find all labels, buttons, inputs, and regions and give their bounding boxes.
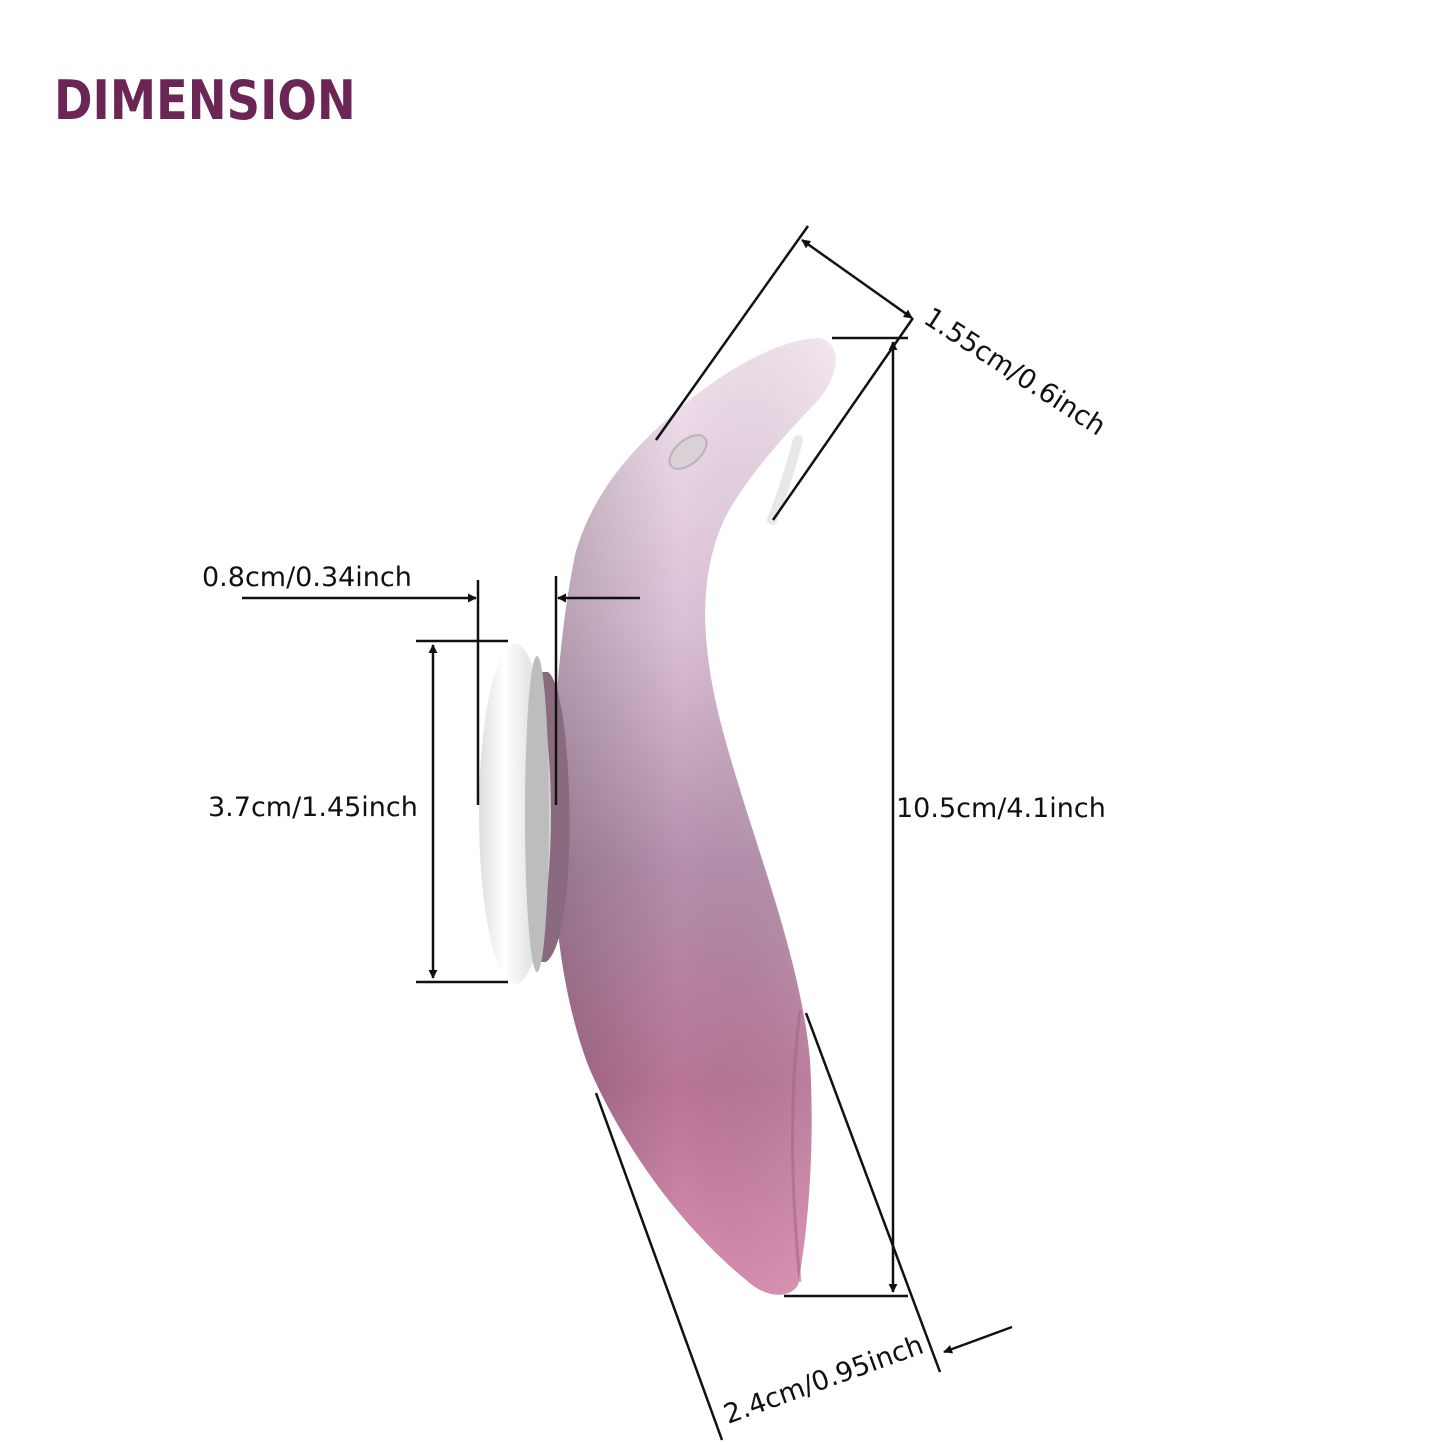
body-rim-highlight bbox=[767, 435, 803, 525]
base-width-label: 2.4cm/0.95inch bbox=[720, 1330, 928, 1431]
suction-opening bbox=[668, 434, 708, 470]
tip-dimension-arrow bbox=[801, 238, 913, 320]
magnet-diameter-label: 3.7cm/1.45inch bbox=[208, 792, 418, 823]
base-extension-left bbox=[594, 1092, 724, 1441]
dimension-total-length: 10.5cm/4.1inch bbox=[784, 336, 1106, 1298]
tip-width-label: 1.55cm/0.6inch bbox=[918, 302, 1111, 442]
dimension-magnet-thickness: 0.8cm/0.34inch bbox=[202, 562, 640, 805]
magnet-clip bbox=[479, 644, 570, 984]
base-dimension-arrow bbox=[943, 1325, 1013, 1354]
dimension-magnet-diameter: 3.7cm/1.45inch bbox=[208, 639, 508, 984]
tip-extension-line-1 bbox=[654, 225, 810, 441]
base-extension-right bbox=[804, 1012, 942, 1373]
page-title: DIMENSION bbox=[54, 69, 356, 132]
magnet-edge bbox=[525, 656, 549, 972]
magnet-thickness-label: 0.8cm/0.34inch bbox=[202, 562, 412, 593]
body-side-seam bbox=[791, 1009, 802, 1283]
product-body-shade bbox=[551, 338, 836, 1295]
total-length-label: 10.5cm/4.1inch bbox=[896, 793, 1106, 824]
product-body bbox=[551, 338, 836, 1295]
